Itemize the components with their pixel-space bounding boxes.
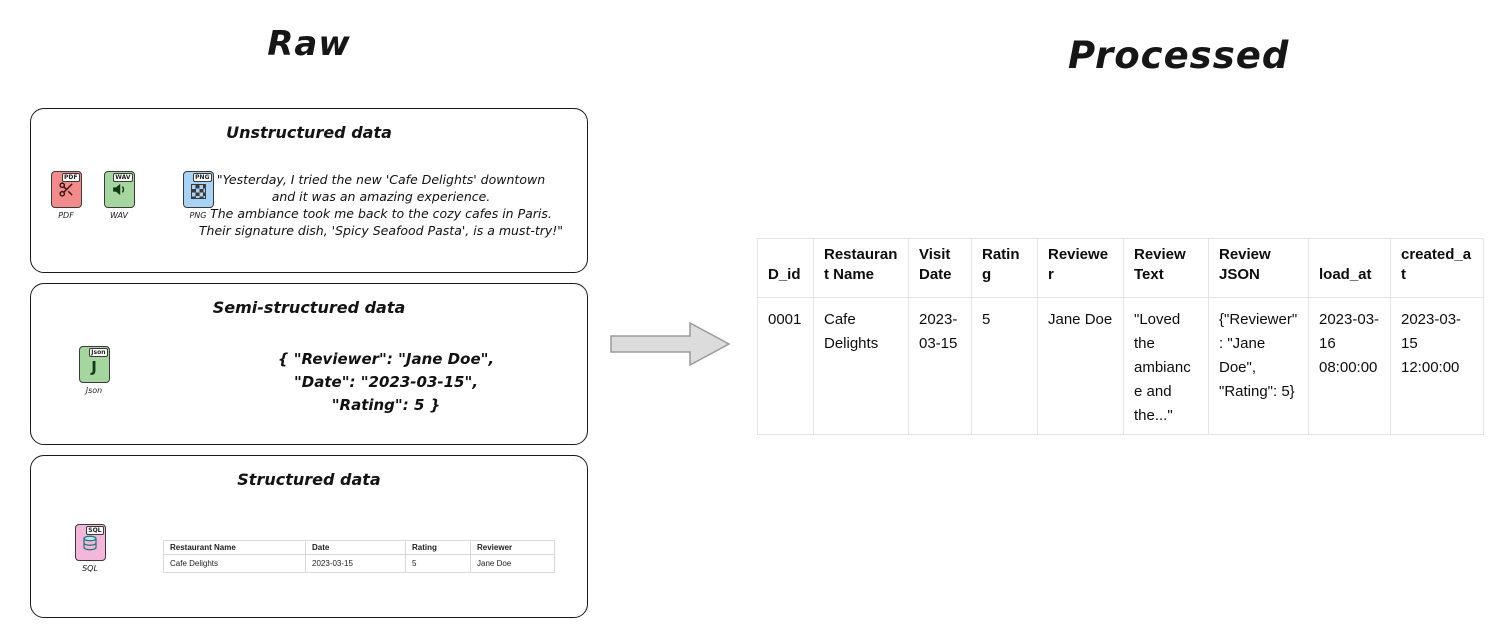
header-rating: Rating <box>971 238 1038 298</box>
file-icons-group: PDF PDF WAV <box>47 171 217 220</box>
mini-cell-reviewer: Jane Doe <box>470 554 555 573</box>
sql-tab-label: SQL <box>86 526 104 535</box>
cell-restaurant-name: Cafe Delights <box>813 297 909 435</box>
sql-icon-label: SQL <box>82 564 98 573</box>
header-created-at: created_at <box>1390 238 1484 298</box>
header-review-json: Review JSON <box>1208 238 1309 298</box>
database-glyph-icon <box>83 535 97 550</box>
mini-table-header-row: Restaurant Name Date Rating Reviewer <box>163 540 555 555</box>
speaker-glyph-icon <box>112 183 124 196</box>
header-load-at: load_at <box>1308 238 1391 298</box>
cell-visit-date: 2023-03-15 <box>908 297 972 435</box>
png-file-icon: PNG <box>182 171 214 208</box>
wav-file-icon: WAV <box>103 171 135 208</box>
mini-header-reviewer: Reviewer <box>470 540 555 555</box>
png-icon-label: PNG <box>189 211 207 220</box>
sql-file-icon: SQL <box>74 524 106 561</box>
processed-table-data-row: 0001 Cafe Delights 2023-03-15 5 Jane Doe… <box>757 297 1484 435</box>
json-file-icon: Json J <box>78 346 110 383</box>
cell-review-text: "Loved the ambiance and the..." <box>1123 297 1209 435</box>
wav-file-item: WAV WAV <box>100 171 138 220</box>
header-restaurant-name: Restaurant Name <box>813 238 909 298</box>
structured-box-title: Structured data <box>237 470 381 489</box>
pdf-file-item: PDF PDF <box>47 171 85 220</box>
processed-section-title: Processed <box>1068 34 1290 77</box>
json-line: "Rating": 5 } <box>331 396 441 414</box>
wav-tab-label: WAV <box>113 173 133 182</box>
cell-created-at: 2023-03-15 12:00:00 <box>1390 297 1484 435</box>
checkerboard-glyph-icon <box>190 184 206 199</box>
header-reviewer: Reviewer <box>1037 238 1124 298</box>
mini-header-restaurant-name: Restaurant Name <box>163 540 306 555</box>
unstructured-data-box: Unstructured data PDF PDF WAV <box>30 108 588 273</box>
quote-line: "Yesterday, I tried the new 'Cafe Deligh… <box>216 172 546 187</box>
cell-d-id: 0001 <box>757 297 814 435</box>
json-snippet: { "Reviewer": "Jane Doe", "Date": "2023-… <box>211 348 561 417</box>
processed-table: D_id Restaurant Name Visit Date Rating R… <box>757 238 1484 435</box>
json-line: "Date": "2023-03-15", <box>293 373 479 391</box>
png-tab-label: PNG <box>193 173 212 182</box>
json-line: { "Reviewer": "Jane Doe", <box>277 350 495 368</box>
unstructured-box-title: Unstructured data <box>226 123 392 142</box>
mini-cell-restaurant-name: Cafe Delights <box>163 554 306 573</box>
cell-review-json: {"Reviewer": "Jane Doe", "Rating": 5} <box>1208 297 1309 435</box>
header-review-text: Review Text <box>1123 238 1209 298</box>
pdf-tab-label: PDF <box>62 173 80 182</box>
sql-icon-group: SQL SQL <box>71 524 109 573</box>
wav-icon-label: WAV <box>109 211 129 220</box>
quote-line: The ambiance took me back to the cozy ca… <box>210 206 552 221</box>
json-tab-label: Json <box>89 348 108 357</box>
sql-file-item: SQL SQL <box>71 524 109 573</box>
semi-structured-box-title: Semi-structured data <box>212 298 406 317</box>
mini-cell-rating: 5 <box>405 554 471 573</box>
json-icon-group: Json J Json <box>75 346 113 395</box>
json-file-item: Json J Json <box>75 346 113 395</box>
mini-table-data-row: Cafe Delights 2023-03-15 5 Jane Doe <box>163 554 555 573</box>
cell-load-at: 2023-03-16 08:00:00 <box>1308 297 1391 435</box>
processed-table-header-row: D_id Restaurant Name Visit Date Rating R… <box>757 238 1484 298</box>
cell-reviewer: Jane Doe <box>1037 297 1124 435</box>
review-quote-text: "Yesterday, I tried the new 'Cafe Deligh… <box>183 171 579 239</box>
pdf-icon-label: PDF <box>58 211 74 220</box>
json-icon-label: Json <box>85 386 103 395</box>
raw-section-title: Raw <box>267 24 351 64</box>
mini-header-date: Date <box>305 540 406 555</box>
mini-cell-date: 2023-03-15 <box>305 554 406 573</box>
quote-line: and it was an amazing experience. <box>271 189 491 204</box>
header-d-id: D_id <box>757 238 814 298</box>
structured-mini-table: Restaurant Name Date Rating Reviewer Caf… <box>163 540 555 573</box>
semi-structured-data-box: Semi-structured data Json J Json { "Revi… <box>30 283 588 445</box>
structured-data-box: Structured data SQL SQL Restaurant Name <box>30 455 588 618</box>
quote-line: Their signature dish, 'Spicy Seafood Pas… <box>198 223 564 238</box>
cell-rating: 5 <box>971 297 1038 435</box>
process-arrow-icon <box>610 321 731 367</box>
png-file-item: PNG PNG <box>179 171 217 220</box>
pdf-file-icon: PDF <box>50 171 82 208</box>
scissors-glyph-icon <box>58 182 73 197</box>
json-glyph: J <box>91 358 97 376</box>
header-visit-date: Visit Date <box>908 238 972 298</box>
mini-header-rating: Rating <box>405 540 471 555</box>
